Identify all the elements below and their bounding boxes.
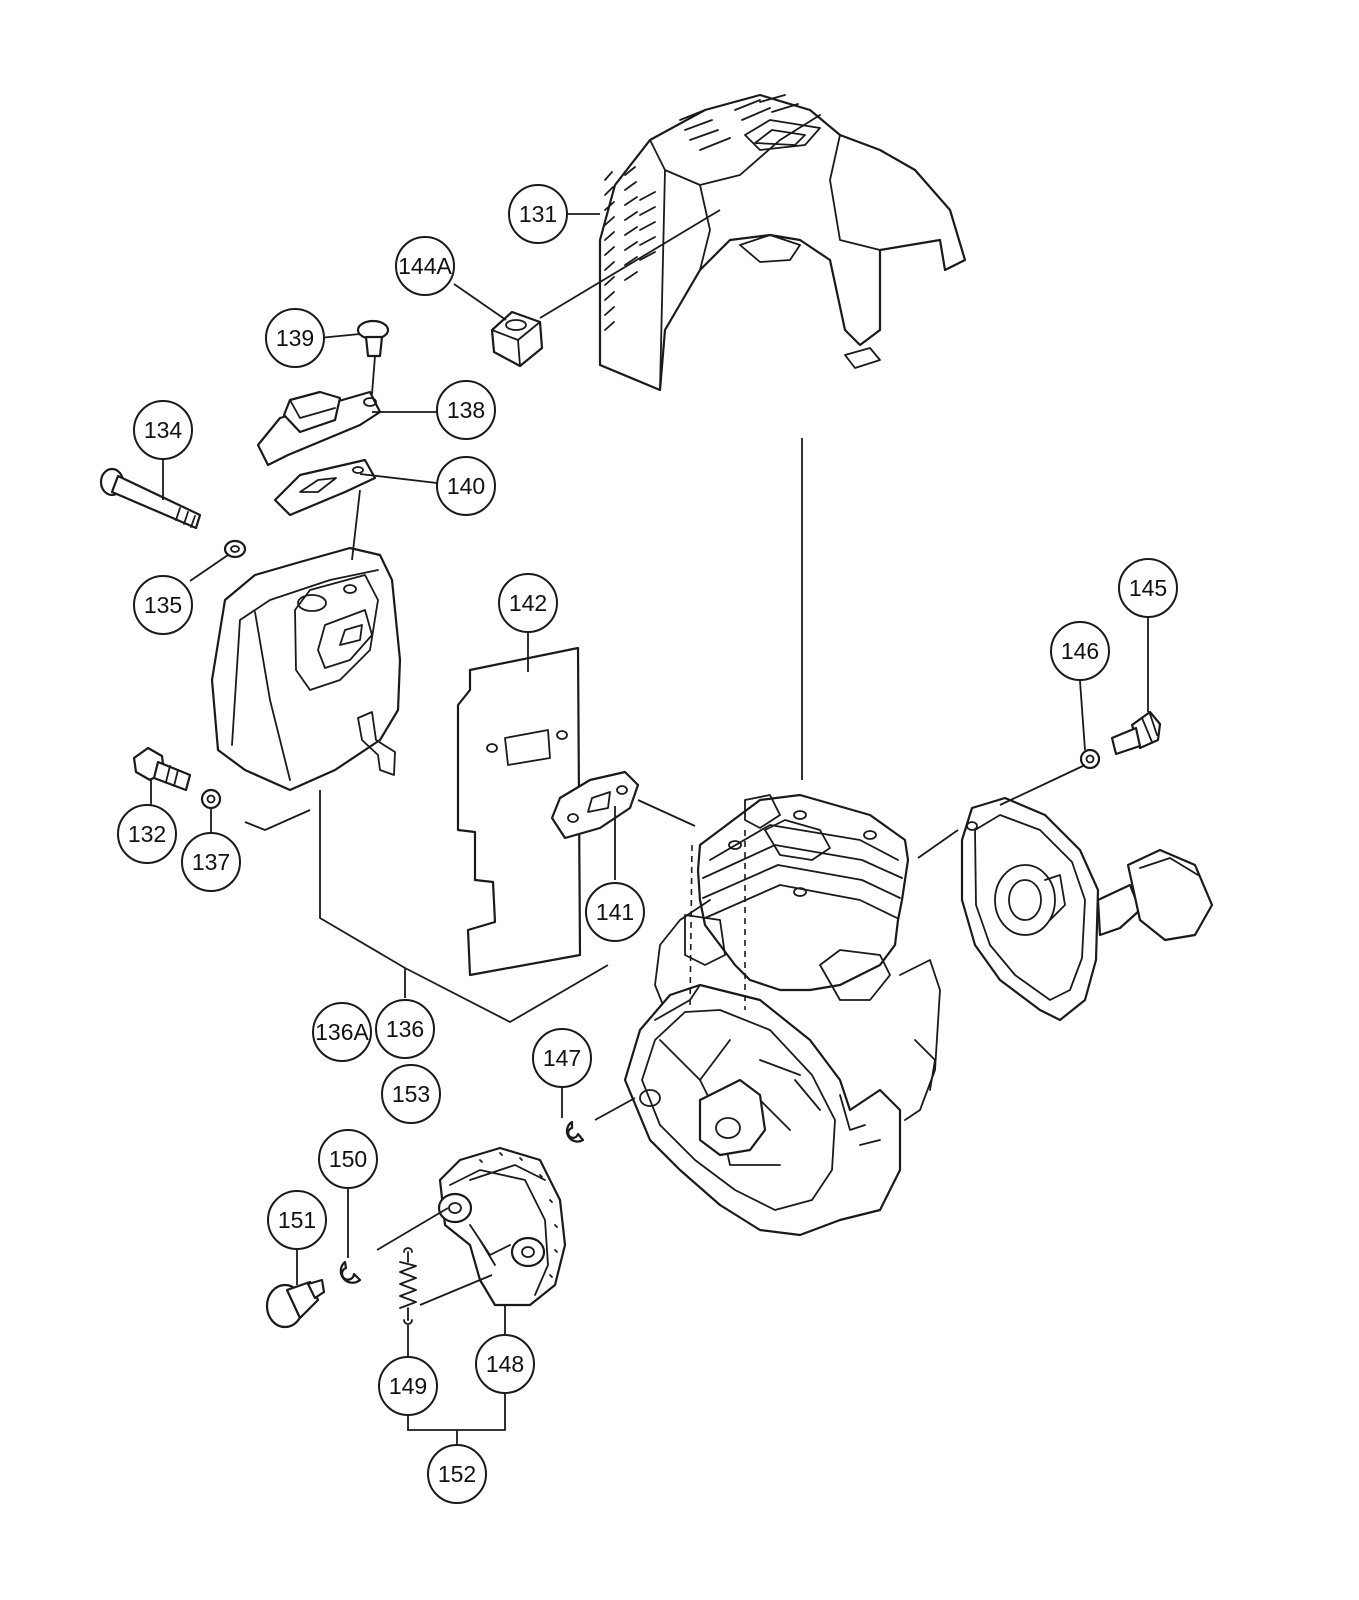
callout-135: 135 [133,575,193,635]
centrifugal-clutch [437,1146,567,1307]
callout-135-label: 135 [144,592,182,618]
callout-152: 152 [427,1444,487,1504]
callout-137-label: 137 [192,849,230,875]
callout-136A-label: 136A [315,1019,369,1045]
callouts: 131 144A 139 138 134 140 135 142 [117,184,1178,1504]
muffler-gasket-large [550,770,640,840]
muffler-long-bolt [99,467,202,530]
recoil-starter-assembly [960,796,1214,1022]
muffler-cover-screw [356,319,390,358]
clutch-spring [399,1247,417,1325]
callout-131-label: 131 [519,201,557,227]
callout-132-label: 132 [128,821,166,847]
cover-damper-grommet [490,310,544,368]
callout-148: 148 [475,1334,535,1394]
callout-139: 139 [265,308,325,368]
callout-136-label: 136 [386,1016,424,1042]
callout-134: 134 [133,400,193,460]
clutch-shoulder-bolt [265,1278,326,1329]
muffler-body [210,546,402,792]
callout-137: 137 [181,832,241,892]
callout-136A: 136A [312,1002,372,1062]
muffler-gasket-small [273,458,377,517]
callout-149: 149 [378,1356,438,1416]
callout-153: 153 [381,1064,441,1124]
muffler-short-bolt [132,746,192,792]
short-bolt-washer [200,788,222,810]
callout-144A-label: 144A [398,253,452,279]
e-ring-clip [565,1120,585,1143]
callout-145: 145 [1118,558,1178,618]
engine-cover [598,93,967,392]
callout-142-label: 142 [509,590,547,616]
clutch-e-ring [339,1260,362,1284]
callout-151: 151 [267,1190,327,1250]
callout-150: 150 [318,1129,378,1189]
muffler-cover-plate [256,390,382,467]
muffler-bolt-washer [223,539,247,559]
callout-144A: 144A [395,236,455,296]
callout-150-label: 150 [329,1146,367,1172]
callout-140-label: 140 [447,473,485,499]
callout-138-label: 138 [447,397,485,423]
callout-142: 142 [498,573,558,633]
callout-141-label: 141 [596,899,634,925]
callout-149-label: 149 [389,1373,427,1399]
callout-152-label: 152 [438,1461,476,1487]
callout-132: 132 [117,804,177,864]
starter-mount-screw [1110,710,1162,756]
callout-146: 146 [1050,621,1110,681]
leader-lines [150,209,1149,1446]
callout-148-label: 148 [486,1351,524,1377]
engine-cylinder-crankcase [654,793,941,1121]
callout-147: 147 [532,1028,592,1088]
flywheel-fan-housing [623,983,902,1237]
callout-147-label: 147 [543,1045,581,1071]
callout-138: 138 [436,380,496,440]
callout-151-label: 151 [278,1207,316,1233]
starter-screw-washer [1079,748,1101,770]
callout-153-label: 153 [392,1081,430,1107]
callout-131: 131 [508,184,568,244]
callout-140: 140 [436,456,496,516]
callout-145-label: 145 [1129,575,1167,601]
callout-136: 136 [375,999,435,1059]
callout-134-label: 134 [144,417,183,443]
callout-139-label: 139 [276,325,314,351]
callout-141: 141 [585,882,645,942]
callout-146-label: 146 [1061,638,1099,664]
heat-shield-plate [456,646,582,977]
